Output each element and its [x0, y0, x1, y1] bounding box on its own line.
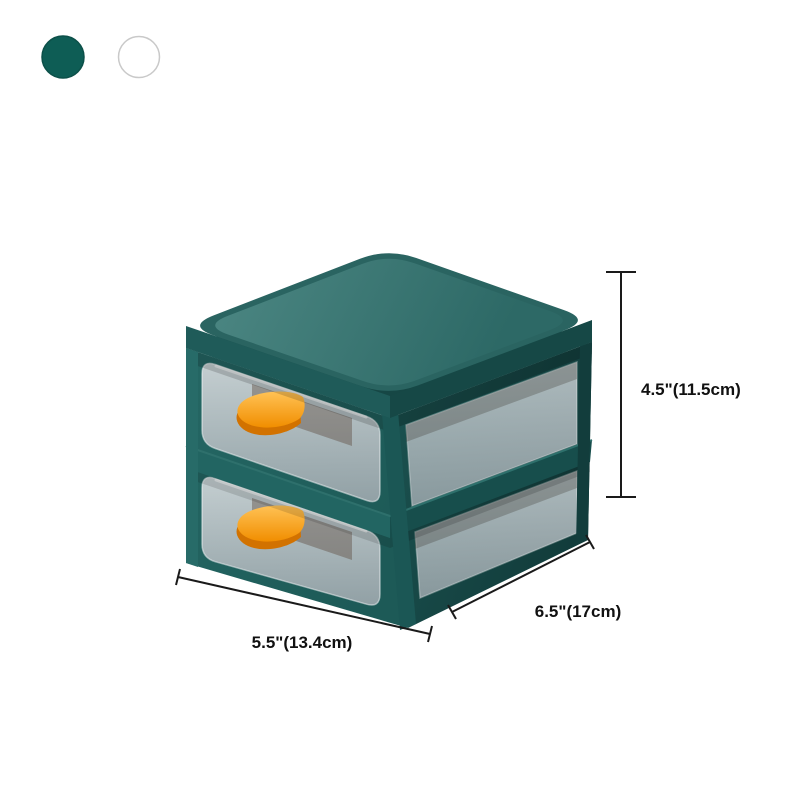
- lid: [186, 253, 592, 418]
- height-dimension-label: 4.5"(11.5cm): [641, 380, 741, 399]
- side-windows: [405, 360, 578, 600]
- lid-side-front-right: [390, 320, 592, 418]
- front-corner-edge: [382, 411, 416, 630]
- shelf-shadow-right: [390, 462, 590, 548]
- depth-dimension-tick-start: [447, 604, 457, 620]
- cast-shadows: [186, 342, 592, 548]
- swatch-white[interactable]: [117, 35, 161, 79]
- middle-shelf-right: [390, 440, 592, 538]
- lid-shadow-right: [390, 342, 592, 430]
- lower-side-window-shadow: [415, 471, 577, 549]
- swatch-dark-green[interactable]: [41, 35, 85, 79]
- upper-drawer-edge-highlight: [214, 364, 368, 419]
- width-dimension-tick-start: [175, 568, 181, 586]
- dimension-annotations: [175, 271, 636, 643]
- depth-dimension-line: [451, 541, 591, 613]
- width-dimension-tick-end: [427, 625, 433, 643]
- shelf-shadow-front: [186, 468, 390, 548]
- lower-drawer[interactable]: [201, 476, 381, 606]
- left-outer-edge: [186, 348, 198, 567]
- storage-organizer: [185, 253, 593, 630]
- lid-side-front-left: [186, 326, 390, 418]
- middle-shelf-highlight: [185, 439, 593, 518]
- lower-drawer-edge-highlight: [214, 478, 368, 533]
- upper-drawer[interactable]: [201, 362, 381, 503]
- width-dimension-label: 5.5"(13.4cm): [252, 633, 353, 652]
- upper-side-window-shadow: [406, 362, 577, 442]
- upper-drawer-front: [201, 362, 381, 503]
- middle-shelf: [185, 439, 593, 538]
- color-swatches: [41, 35, 161, 79]
- width-dimension-line: [177, 576, 431, 635]
- depth-dimension-tick-end: [585, 534, 595, 550]
- frame-edges: [186, 342, 592, 630]
- lid-shadow-front: [186, 348, 390, 432]
- right-outer-edge: [576, 342, 592, 544]
- height-dimension: [606, 271, 636, 498]
- middle-shelf-front: [186, 446, 390, 538]
- depth-dimension-label: 6.5"(17cm): [535, 602, 622, 621]
- upper-side-window: [405, 360, 578, 508]
- width-dimension: [175, 568, 433, 643]
- depth-dimension: [447, 534, 595, 620]
